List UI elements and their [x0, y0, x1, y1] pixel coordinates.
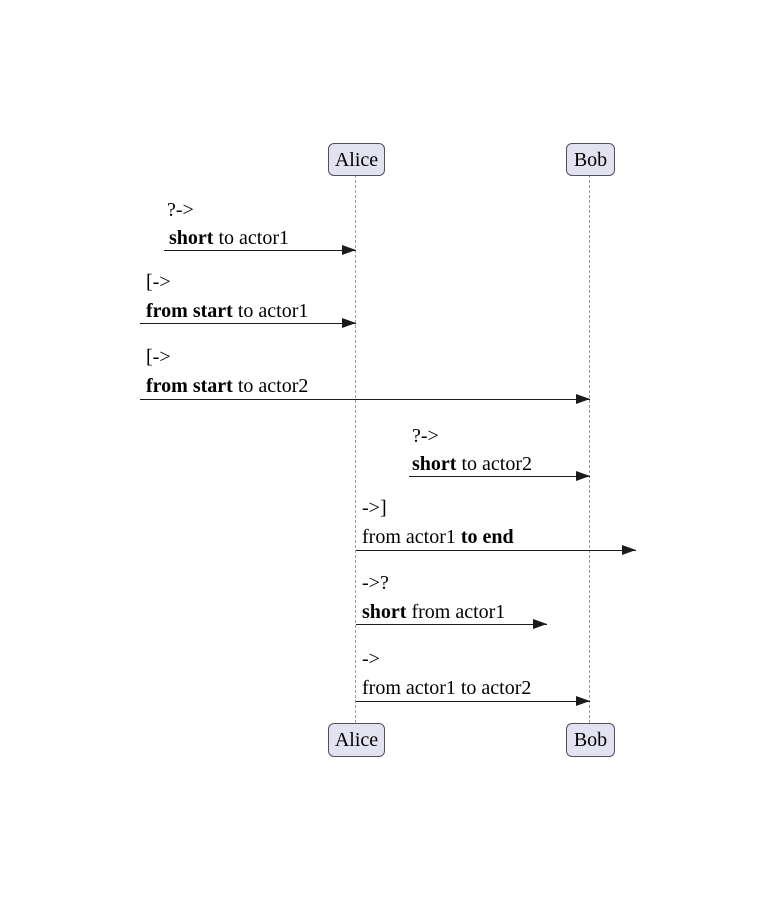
- message-arrow: [164, 245, 356, 255]
- arrowhead-icon: [576, 696, 590, 706]
- message-label: from actor1 to end: [362, 526, 514, 548]
- message-label: short to actor2: [412, 453, 532, 475]
- arrowhead-icon: [576, 471, 590, 481]
- message-operator: ?->: [167, 199, 194, 221]
- message-label: from start to actor1: [146, 300, 309, 322]
- lifeline-bob: [589, 175, 590, 723]
- participant-bob-top: Bob: [566, 143, 615, 176]
- message-arrow: [356, 545, 636, 555]
- arrowhead-icon: [622, 545, 636, 555]
- participant-alice-bottom: Alice: [328, 723, 385, 757]
- arrowhead-icon: [342, 245, 356, 255]
- message-arrow: [409, 471, 590, 481]
- arrowhead-icon: [533, 619, 547, 629]
- message-operator: ->: [362, 648, 380, 670]
- participant-bob-label: Bob: [573, 148, 608, 171]
- participant-alice-label: Alice: [334, 148, 379, 171]
- message-label: from start to actor2: [146, 375, 309, 397]
- message-arrow: [356, 696, 590, 706]
- participant-alice-label: Alice: [334, 729, 379, 751]
- message-arrow: [140, 394, 590, 404]
- message-operator: ?->: [412, 425, 439, 447]
- message-label: short from actor1: [362, 601, 506, 623]
- participant-alice-top: Alice: [328, 143, 385, 176]
- arrowhead-icon: [342, 318, 356, 328]
- message-label: short to actor1: [169, 227, 289, 249]
- message-operator: [->: [146, 346, 171, 368]
- message-operator: [->: [146, 271, 171, 293]
- participant-bob-bottom: Bob: [566, 723, 615, 757]
- message-arrow: [140, 318, 356, 328]
- message-operator: ->?: [362, 572, 389, 594]
- participant-bob-label: Bob: [573, 729, 608, 751]
- message-arrow: [356, 619, 547, 629]
- lifeline-alice: [355, 175, 356, 723]
- message-label: from actor1 to actor2: [362, 677, 532, 699]
- message-operator: ->]: [362, 497, 387, 519]
- arrowhead-icon: [576, 394, 590, 404]
